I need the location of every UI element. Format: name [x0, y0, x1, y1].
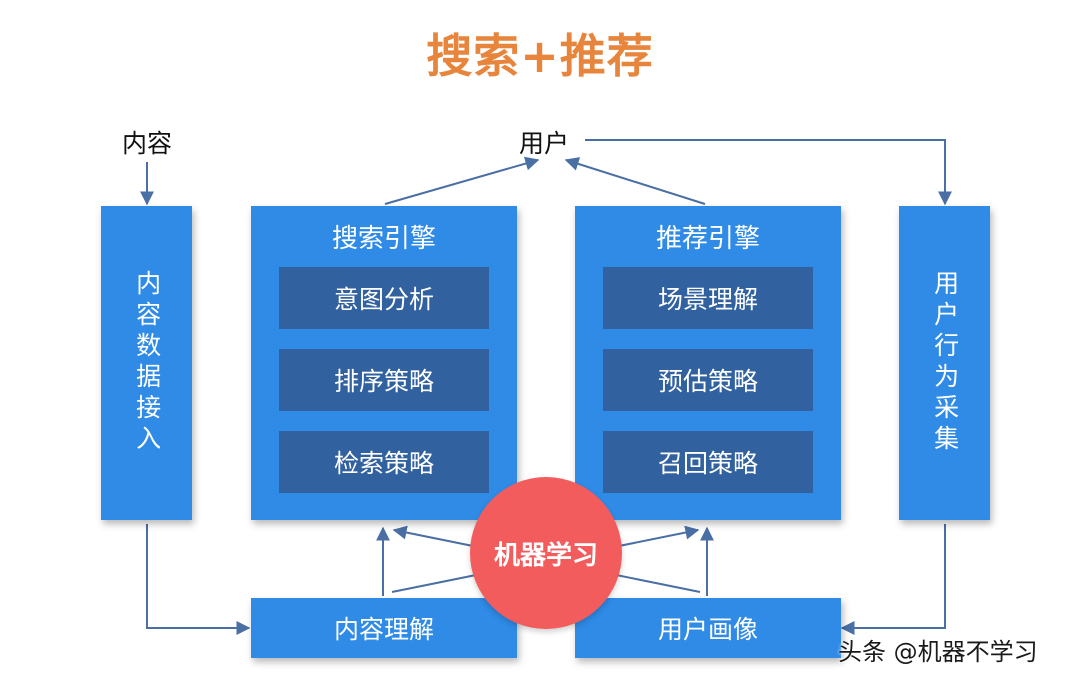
recommend-item-estimation: 预估策略 — [603, 349, 813, 411]
recommend-engine-title: 推荐引擎 — [655, 224, 760, 254]
search-item-ranking: 排序策略 — [279, 349, 489, 411]
recommend-item-recall: 召回策略 — [603, 431, 813, 493]
recommend-item-scene: 场景理解 — [603, 267, 813, 329]
user-behavior-label: 用户行为采集 — [930, 270, 960, 456]
content-ingest-label: 内容数据接入 — [132, 270, 162, 456]
content-ingest-block: 内容数据接入 — [101, 206, 192, 520]
user-behavior-block: 用户行为采集 — [899, 206, 990, 520]
search-item-intent: 意图分析 — [279, 267, 489, 329]
arrow-user-to-collect — [585, 139, 952, 206]
search-engine-block: 搜索引擎 意图分析 排序策略 检索策略 — [251, 206, 517, 520]
content-understanding-block: 内容理解 — [251, 598, 517, 658]
arrow-search-to-user — [384, 156, 540, 205]
arrow-ingest-to-content-understanding — [146, 524, 251, 635]
watermark: 头条 @机器不学习 — [838, 638, 1038, 666]
search-item-retrieval: 检索策略 — [279, 431, 489, 493]
content-label: 内容 — [121, 129, 172, 158]
recommend-engine-block: 推荐引擎 场景理解 预估策略 召回策略 — [575, 206, 841, 520]
search-engine-title: 搜索引擎 — [331, 224, 436, 254]
arrow-collect-to-user-profile — [840, 524, 946, 635]
user-label: 用户 — [518, 129, 569, 158]
user-profile-block: 用户画像 — [575, 598, 841, 658]
diagram-title: 搜索+推荐 — [426, 29, 654, 83]
arrow-recommend-to-user — [564, 157, 706, 205]
machine-learning-circle: 机器学习 — [470, 477, 622, 629]
